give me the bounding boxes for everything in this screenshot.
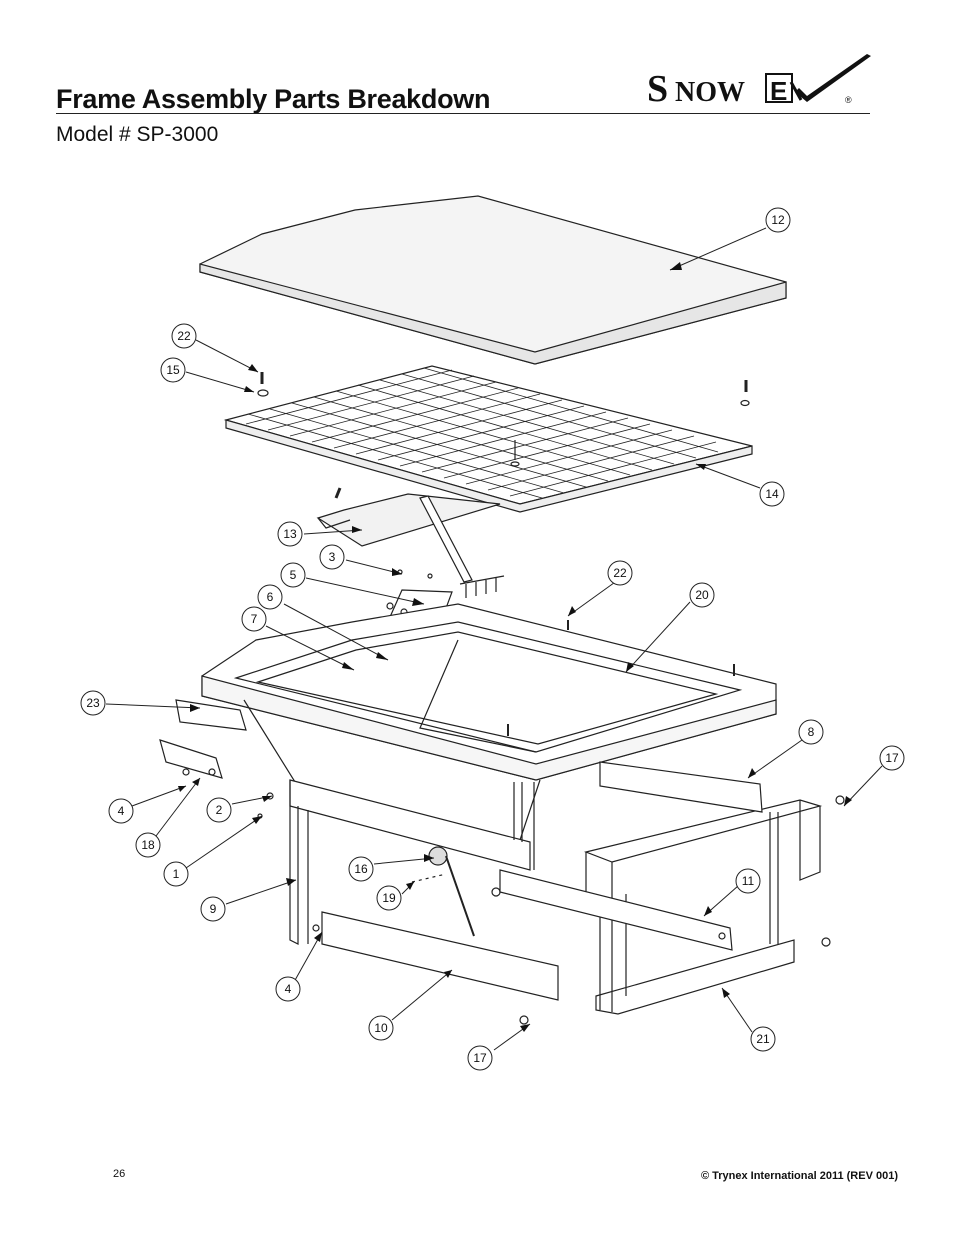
callout-13: 13: [277, 521, 303, 547]
callout-4: 4: [108, 798, 134, 824]
page-number: 26: [113, 1168, 126, 1180]
callout-12: 12: [765, 207, 791, 233]
page-title: Frame Assembly Parts Breakdown: [56, 84, 491, 114]
svg-text:10: 10: [374, 1021, 388, 1035]
svg-text:S: S: [647, 68, 668, 110]
callout-17b: 17: [467, 1045, 493, 1071]
callout-3: 3: [319, 544, 345, 570]
leader-lines: [105, 227, 883, 1051]
callout-20: 20: [689, 582, 715, 608]
svg-text:11: 11: [742, 874, 755, 888]
callout-7: 7: [241, 606, 267, 632]
callouts: 12 22 15 14 13 3 5 22 20 6 7 23 8 17 4 1…: [80, 207, 905, 1071]
hopper-body: [201, 603, 777, 841]
title-rule: [56, 113, 870, 114]
callout-2: 2: [206, 797, 232, 823]
svg-text:16: 16: [354, 862, 368, 876]
model-number: Model # SP-3000: [56, 123, 219, 146]
callout-16: 16: [348, 856, 374, 882]
callout-18: 18: [135, 832, 161, 858]
svg-text:15: 15: [166, 363, 180, 377]
svg-text:®: ®: [845, 95, 852, 105]
callout-6: 6: [257, 584, 283, 610]
svg-text:17: 17: [473, 1051, 487, 1065]
svg-text:6: 6: [267, 590, 274, 604]
callout-10: 10: [368, 1015, 394, 1041]
svg-text:12: 12: [771, 213, 785, 227]
callout-19: 19: [376, 885, 402, 911]
callout-8: 8: [798, 719, 824, 745]
svg-text:9: 9: [210, 902, 217, 916]
callout-14: 14: [759, 481, 785, 507]
svg-text:5: 5: [290, 568, 297, 582]
callout-15: 15: [160, 357, 186, 383]
svg-text:19: 19: [382, 891, 396, 905]
wire-grate: [223, 365, 753, 513]
svg-text:22: 22: [613, 566, 627, 580]
svg-text:E: E: [770, 76, 787, 106]
svg-text:3: 3: [329, 550, 336, 564]
svg-text:22: 22: [177, 329, 191, 343]
callout-9: 9: [200, 896, 226, 922]
svg-text:4: 4: [118, 804, 125, 818]
callout-5: 5: [280, 562, 306, 588]
copyright-notice: © Trynex International 2011 (REV 001): [700, 1170, 898, 1182]
svg-text:2: 2: [216, 803, 223, 817]
svg-text:4: 4: [285, 982, 292, 996]
callout-22b: 22: [607, 560, 633, 586]
callout-23: 23: [80, 690, 106, 716]
svg-text:13: 13: [283, 527, 297, 541]
svg-text:20: 20: [695, 588, 709, 602]
svg-text:7: 7: [251, 612, 258, 626]
svg-text:17: 17: [885, 751, 899, 765]
svg-text:8: 8: [808, 725, 815, 739]
callout-21: 21: [750, 1026, 776, 1052]
frame-assembly: [159, 620, 845, 1025]
hopper-lid: [199, 195, 787, 365]
callout-22: 22: [171, 323, 197, 349]
svg-text:21: 21: [756, 1032, 770, 1046]
callout-11: 11: [735, 868, 761, 894]
svg-text:NOW: NOW: [675, 77, 745, 108]
callout-1: 1: [163, 861, 189, 887]
svg-text:23: 23: [86, 696, 100, 710]
baffle-plate: [316, 493, 501, 547]
svg-text:14: 14: [765, 487, 779, 501]
callout-17: 17: [879, 745, 905, 771]
svg-text:1: 1: [173, 867, 180, 881]
svg-text:18: 18: [141, 838, 155, 852]
snowex-logo: S NOW E ®: [647, 54, 871, 110]
callout-4b: 4: [275, 976, 301, 1002]
